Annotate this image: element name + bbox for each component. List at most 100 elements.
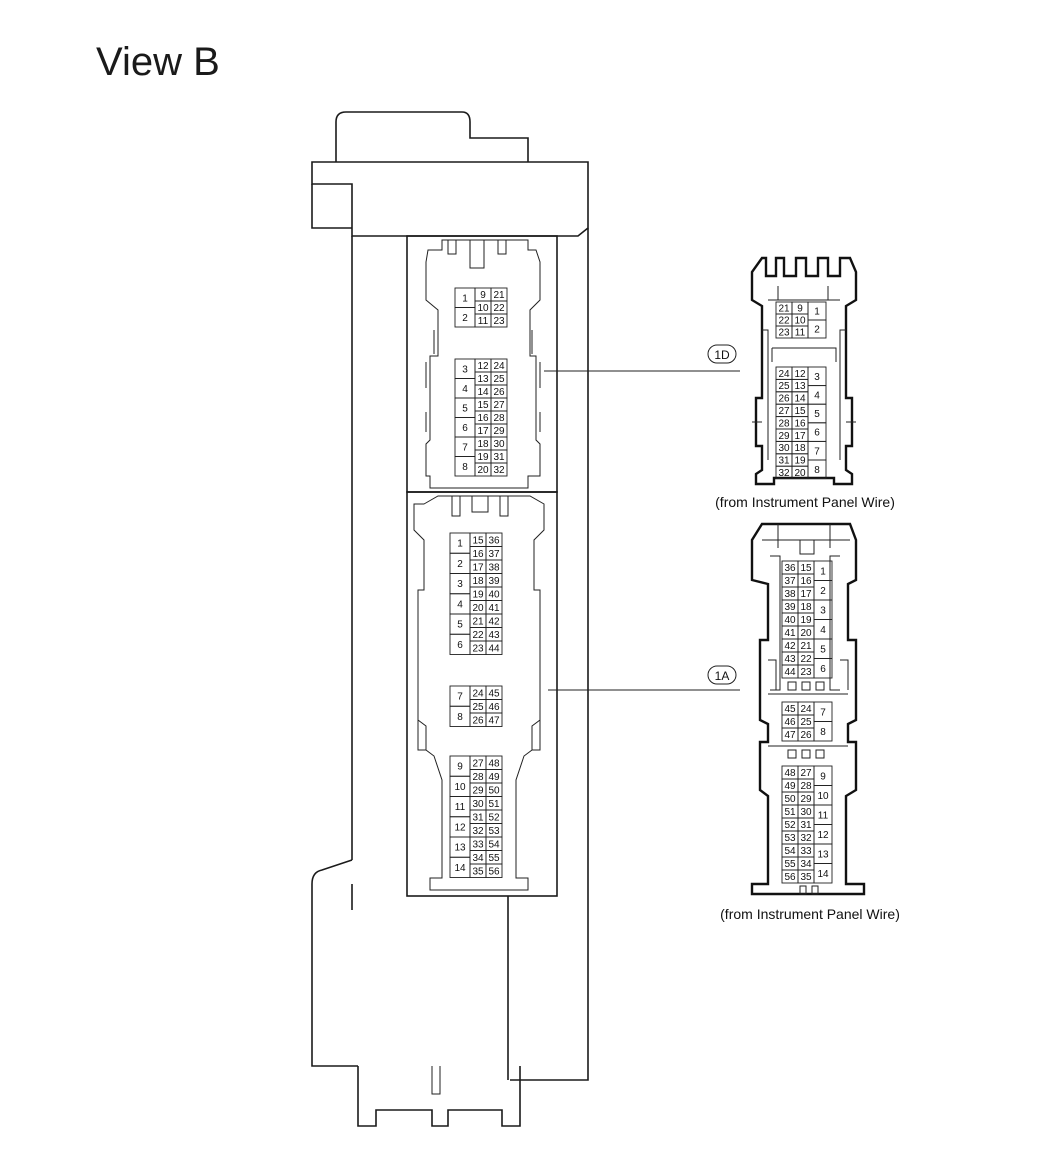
main-1a-pin-6: 6 bbox=[457, 640, 463, 651]
detail-1a-pin-6: 6 bbox=[820, 664, 826, 675]
detail-1d-pin-2: 2 bbox=[814, 325, 820, 336]
detail-1a-pin-15: 15 bbox=[800, 563, 812, 574]
main-1a-pin-47-cell bbox=[485, 712, 503, 727]
main-1a-pin-26: 26 bbox=[472, 715, 484, 726]
detail-1d-pin-1: 1 bbox=[814, 307, 820, 318]
main-1d-pin-30: 30 bbox=[493, 439, 505, 450]
callout-1a-label: 1A bbox=[715, 669, 730, 683]
junction-block bbox=[311, 111, 589, 1127]
detail-1d-pin-9: 9 bbox=[797, 304, 803, 315]
detail-1a-pin-31: 31 bbox=[800, 820, 812, 831]
detail-1d-pin-11: 11 bbox=[795, 328, 806, 339]
main-1a-pin-30: 30 bbox=[472, 799, 484, 810]
main-1a-pin-55: 55 bbox=[488, 853, 500, 864]
detail-1d-housing bbox=[750, 256, 858, 486]
detail-1a-pin-24: 24 bbox=[800, 704, 812, 715]
main-1a-pin-39: 39 bbox=[488, 576, 500, 587]
detail-1a-pin-23: 23 bbox=[800, 667, 812, 678]
detail-1d-pin-28: 28 bbox=[778, 418, 790, 429]
main-1d-pin-11: 11 bbox=[478, 316, 489, 327]
detail-1d-pin-16: 16 bbox=[794, 418, 806, 429]
main-1d-pin-5: 5 bbox=[462, 403, 468, 414]
detail-1a-pin-27: 27 bbox=[800, 768, 812, 779]
detail-1a-pin-26: 26 bbox=[800, 730, 812, 741]
main-1d-pin-9: 9 bbox=[480, 290, 486, 301]
detail-1a-pin-44: 44 bbox=[784, 667, 796, 678]
main-1a-pin-11: 11 bbox=[455, 802, 466, 813]
detail-1a-pin-48: 48 bbox=[784, 768, 796, 779]
main-1a-pin-54: 54 bbox=[488, 839, 500, 850]
detail-1d-pin-22: 22 bbox=[778, 316, 790, 327]
detail-1a-pin-16: 16 bbox=[800, 576, 812, 587]
main-1a-pin-44-cell bbox=[485, 640, 503, 655]
main-1a-pin-29: 29 bbox=[472, 785, 484, 796]
detail-1d-pin-21: 21 bbox=[778, 304, 790, 315]
detail-1a-pin-54: 54 bbox=[784, 846, 796, 857]
main-1d-pin-29: 29 bbox=[493, 426, 505, 437]
callout-1d-label: 1D bbox=[714, 348, 730, 362]
main-1a-pin-12: 12 bbox=[454, 822, 466, 833]
detail-1d-pin-12: 12 bbox=[794, 369, 806, 380]
main-1d-pin-12: 12 bbox=[477, 361, 489, 372]
main-1d-pin-23: 23 bbox=[493, 316, 505, 327]
detail-1a-pin-21: 21 bbox=[800, 641, 812, 652]
main-1a-pin-34: 34 bbox=[472, 853, 484, 864]
main-1d-pin-15: 15 bbox=[477, 400, 489, 411]
detail-1d-pin-4: 4 bbox=[814, 391, 820, 402]
main-1a-pin-33: 33 bbox=[472, 839, 484, 850]
detail-1a-pin-5: 5 bbox=[820, 644, 826, 655]
main-1d-pin-22: 22 bbox=[493, 303, 505, 314]
main-1d-pin-2: 2 bbox=[462, 313, 468, 324]
detail-1a-pin-29: 29 bbox=[800, 794, 812, 805]
view-title: View B bbox=[96, 40, 220, 84]
detail-1d-pin-8: 8 bbox=[814, 465, 820, 476]
main-1d-pin-27: 27 bbox=[493, 400, 505, 411]
detail-1a-pin-47: 47 bbox=[784, 730, 796, 741]
detail-1a-pin-6-cell bbox=[813, 658, 833, 679]
detail-1d-caption: (from Instrument Panel Wire) bbox=[715, 494, 895, 510]
detail-1a-pin-42: 42 bbox=[784, 641, 796, 652]
main-1d-pin-19: 19 bbox=[477, 452, 489, 463]
main-1a-pin-37: 37 bbox=[488, 549, 500, 560]
detail-1a-caption: (from Instrument Panel Wire) bbox=[720, 906, 900, 922]
main-1a-pin-50: 50 bbox=[488, 785, 500, 796]
detail-1a-pin-56: 56 bbox=[784, 872, 796, 883]
main-1a-pin-56: 56 bbox=[488, 866, 500, 877]
detail-1d-pin-15: 15 bbox=[794, 406, 806, 417]
main-1a-pin-18: 18 bbox=[472, 576, 484, 587]
main-1a-pin-20: 20 bbox=[472, 603, 484, 614]
main-1a-pin-49: 49 bbox=[488, 772, 500, 783]
main-1d-pin-18: 18 bbox=[477, 439, 489, 450]
detail-1a-pin-39: 39 bbox=[784, 602, 796, 613]
main-1a-pin-53: 53 bbox=[488, 826, 500, 837]
detail-1a-pin-11: 11 bbox=[818, 810, 829, 821]
main-1a-pin-27: 27 bbox=[472, 758, 484, 769]
main-1a-pin-25: 25 bbox=[472, 702, 484, 713]
main-1a-pin-19: 19 bbox=[472, 589, 484, 600]
detail-1a-pin-49: 49 bbox=[784, 781, 796, 792]
detail-1a-pin-30: 30 bbox=[800, 807, 812, 818]
main-1a-pin-38: 38 bbox=[488, 562, 500, 573]
detail-1a-pin-35: 35 bbox=[800, 872, 812, 883]
detail-1a-pin-18: 18 bbox=[800, 602, 812, 613]
detail-1a-pin-4: 4 bbox=[820, 625, 826, 636]
main-1a-pin-45: 45 bbox=[488, 688, 500, 699]
main-1a-pin-40: 40 bbox=[488, 589, 500, 600]
main-1d-pin-21: 21 bbox=[493, 290, 505, 301]
main-1a-pin-48: 48 bbox=[488, 758, 500, 769]
detail-1a-pin-1: 1 bbox=[820, 566, 826, 577]
detail-1d-pin-19: 19 bbox=[794, 456, 806, 467]
main-1a-pin-7: 7 bbox=[457, 692, 463, 703]
detail-1d-pin-7: 7 bbox=[814, 446, 820, 457]
detail-1a-housing bbox=[750, 522, 866, 896]
main-1d-pin-14: 14 bbox=[477, 387, 489, 398]
detail-1a-pin-32: 32 bbox=[800, 833, 812, 844]
detail-1d-pin-18: 18 bbox=[794, 443, 806, 454]
detail-1a-pin-53: 53 bbox=[784, 833, 796, 844]
main-1d-pin-23-cell bbox=[490, 313, 508, 328]
detail-1d-pin-27: 27 bbox=[778, 406, 790, 417]
detail-1d-pin-17: 17 bbox=[794, 431, 806, 442]
detail-1a-pin-12: 12 bbox=[817, 830, 829, 841]
